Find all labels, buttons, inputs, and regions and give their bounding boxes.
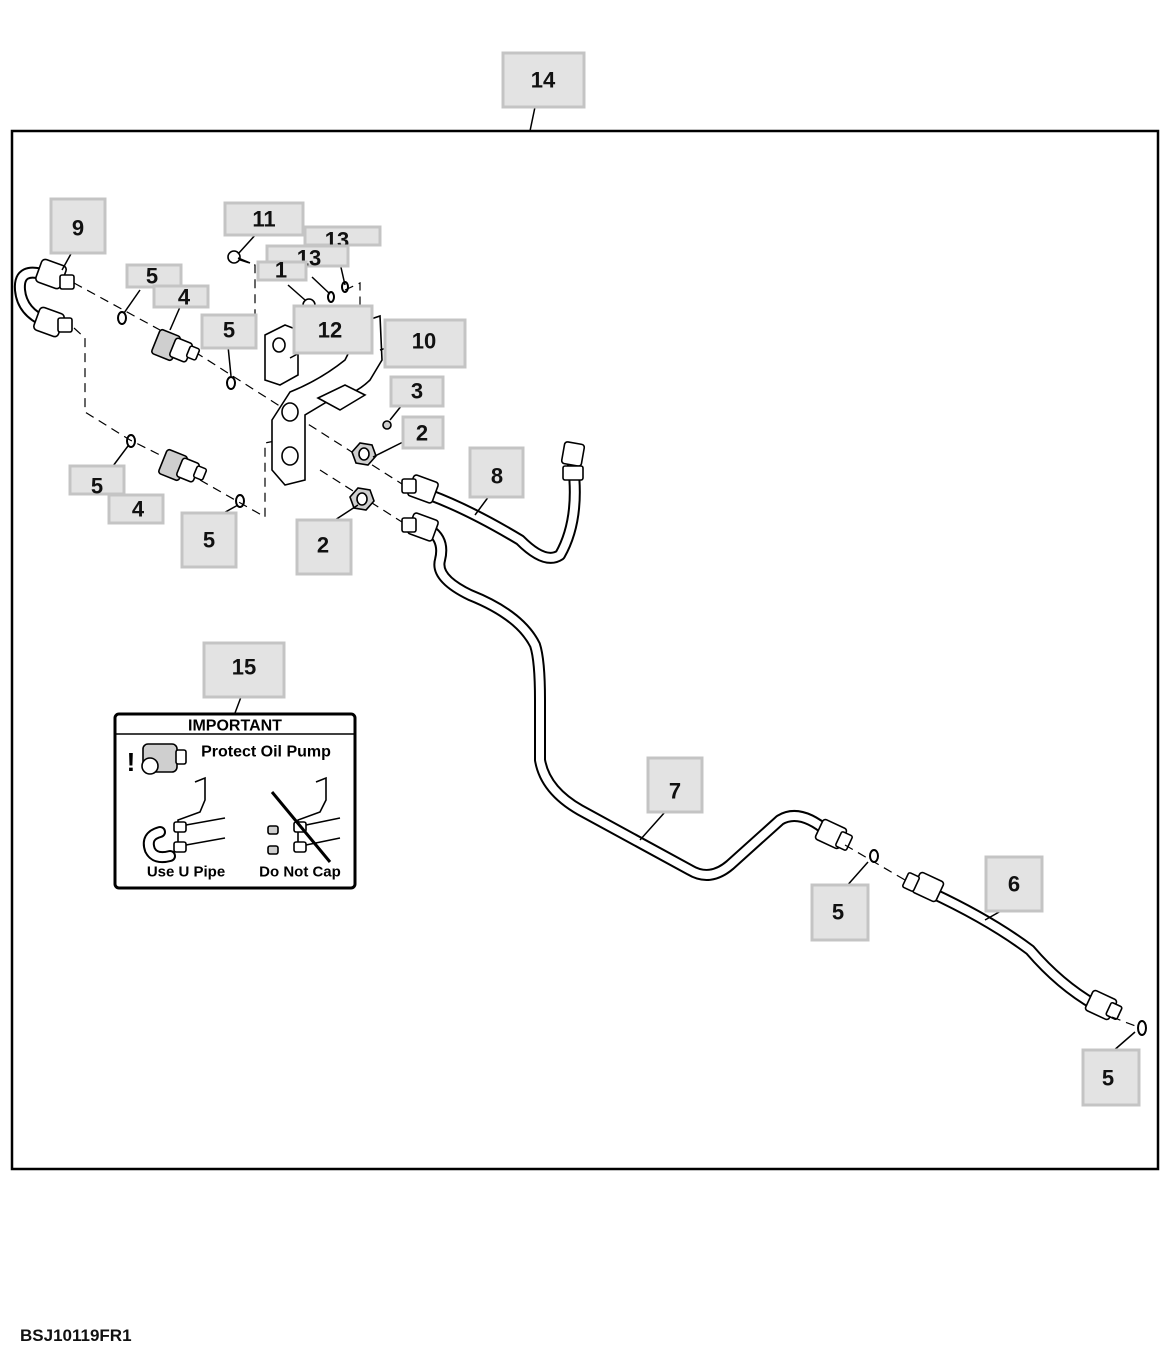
svg-text:5: 5 xyxy=(832,900,844,925)
svg-text:2: 2 xyxy=(317,533,329,558)
callout-9: 9 xyxy=(49,197,107,255)
callout-12: 12 xyxy=(292,304,374,355)
o-rings-5 xyxy=(117,311,1147,1036)
svg-text:7: 7 xyxy=(669,779,681,804)
callout-3: 3 xyxy=(389,375,445,408)
svg-text:8: 8 xyxy=(491,464,503,489)
u-pipe-mini-illustration xyxy=(142,776,226,864)
plate-12 xyxy=(264,324,299,386)
svg-text:5: 5 xyxy=(146,264,158,289)
svg-text:3: 3 xyxy=(411,379,423,404)
callout-6: 6 xyxy=(984,855,1044,913)
svg-text:1: 1 xyxy=(275,258,287,283)
important-title: IMPORTANT xyxy=(188,718,282,735)
callout-5-c: 5 xyxy=(68,464,126,499)
pipe-6 xyxy=(902,871,1123,1021)
callout-7: 7 xyxy=(646,756,704,814)
svg-text:2: 2 xyxy=(416,421,428,446)
callout-2-lower: 2 xyxy=(295,518,353,576)
right-caption: Do Not Cap xyxy=(259,864,341,881)
u-pipe-9 xyxy=(13,258,75,338)
warning-exclamation-icon: ! xyxy=(127,747,136,777)
do-not-cap-mini-illustration xyxy=(267,776,341,863)
assembly-frame xyxy=(10,129,1160,1171)
svg-text:9: 9 xyxy=(72,216,84,241)
pipe-7 xyxy=(401,512,853,881)
pipe-8 xyxy=(401,441,586,564)
callout-5-f: 5 xyxy=(1081,1048,1141,1107)
callout-10: 10 xyxy=(383,318,467,369)
svg-text:5: 5 xyxy=(223,318,235,343)
callout-4-lower: 4 xyxy=(107,493,165,525)
svg-text:5: 5 xyxy=(1102,1066,1114,1091)
nuts-2 xyxy=(349,442,377,511)
callout-15: 15 xyxy=(202,641,286,699)
callout-5-b: 5 xyxy=(200,313,258,350)
callout-8: 8 xyxy=(468,446,525,499)
important-message: Protect Oil Pump xyxy=(201,744,331,761)
svg-text:15: 15 xyxy=(232,655,256,680)
svg-text:12: 12 xyxy=(318,318,342,343)
left-caption: Use U Pipe xyxy=(147,864,225,881)
svg-text:14: 14 xyxy=(531,68,556,93)
callout-14: 14 xyxy=(501,51,586,109)
callout-1: 1 xyxy=(256,258,308,283)
figure-code: BSJ10119FR1 xyxy=(20,1326,132,1345)
important-box: IMPORTANT ! Protect Oil Pump xyxy=(113,712,357,890)
svg-text:5: 5 xyxy=(203,528,215,553)
svg-text:6: 6 xyxy=(1008,872,1020,897)
callout-11: 11 xyxy=(223,201,305,237)
svg-text:4: 4 xyxy=(178,285,191,310)
oil-pump-icon xyxy=(141,743,187,775)
callout-5-e: 5 xyxy=(810,883,870,942)
svg-text:5: 5 xyxy=(91,474,103,499)
svg-text:11: 11 xyxy=(252,207,275,232)
svg-text:10: 10 xyxy=(412,329,436,354)
svg-text:4: 4 xyxy=(132,497,145,522)
callout-4-upper: 4 xyxy=(152,284,210,310)
bracket-10 xyxy=(271,314,383,486)
adapter-4-upper xyxy=(151,328,201,363)
adapter-4-lower xyxy=(158,448,208,483)
callout-2-upper: 2 xyxy=(401,415,445,450)
callout-5-d: 5 xyxy=(180,511,238,569)
